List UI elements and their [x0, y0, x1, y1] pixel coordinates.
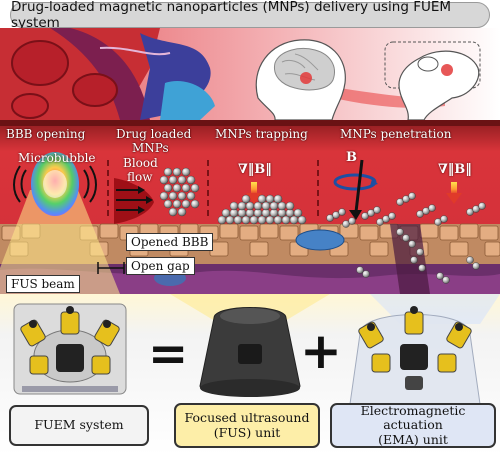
blood-flow-label-line2: flow: [127, 170, 153, 184]
fuem-system-label: FUEM system: [34, 418, 123, 432]
fuem-device-illustration: [14, 304, 126, 394]
blood-flow-label-line1: Blood: [123, 156, 158, 170]
gradient-label-trap: ∇‖B‖: [238, 162, 272, 177]
vessel-panel: [0, 120, 500, 294]
ema-unit-box: Electromagnetic actuation (EMA) unit: [330, 403, 496, 448]
ema-unit-label-line1: Electromagnetic actuation: [332, 404, 494, 433]
field-b-label: B: [346, 150, 357, 165]
vessel-wall-top: [0, 120, 500, 126]
top-illustration: [0, 28, 500, 120]
fus-beam-label: FUS beam: [6, 275, 80, 293]
figure-title: Drug-loaded magnetic nanoparticles (MNPs…: [10, 2, 490, 28]
fus-transducer-illustration: [200, 308, 300, 398]
plus-operator: +: [300, 326, 342, 376]
gradient-arrow-pen-shaft: [451, 182, 457, 194]
stage-bbb-opening: BBB opening: [6, 127, 85, 141]
fuem-system-box: FUEM system: [9, 405, 149, 446]
equals-operator: =: [148, 330, 188, 378]
stage-drug-loaded-line1: Drug loaded: [116, 127, 191, 141]
stage-mnps-trapping: MNPs trapping: [215, 127, 308, 141]
gradient-label-pen: ∇‖B‖: [438, 162, 472, 177]
fus-unit-box: Focused ultrasound (FUS) unit: [174, 403, 320, 448]
gradient-arrow-trap-shaft: [251, 182, 257, 194]
glial-cell: [296, 230, 344, 250]
open-gap-label: Open gap: [126, 257, 195, 275]
stage-mnps-penetration: MNPs penetration: [340, 127, 451, 141]
ema-unit-label-line2: (EMA) unit: [378, 433, 448, 447]
fus-unit-label-line2: (FUS) unit: [214, 426, 281, 440]
stage-drug-loaded-line2: MNPs: [132, 141, 169, 155]
opened-bbb-label: Opened BBB: [126, 233, 213, 251]
microbubble-label: Microbubble: [18, 151, 96, 165]
fus-unit-label-line1: Focused ultrasound: [185, 411, 310, 425]
